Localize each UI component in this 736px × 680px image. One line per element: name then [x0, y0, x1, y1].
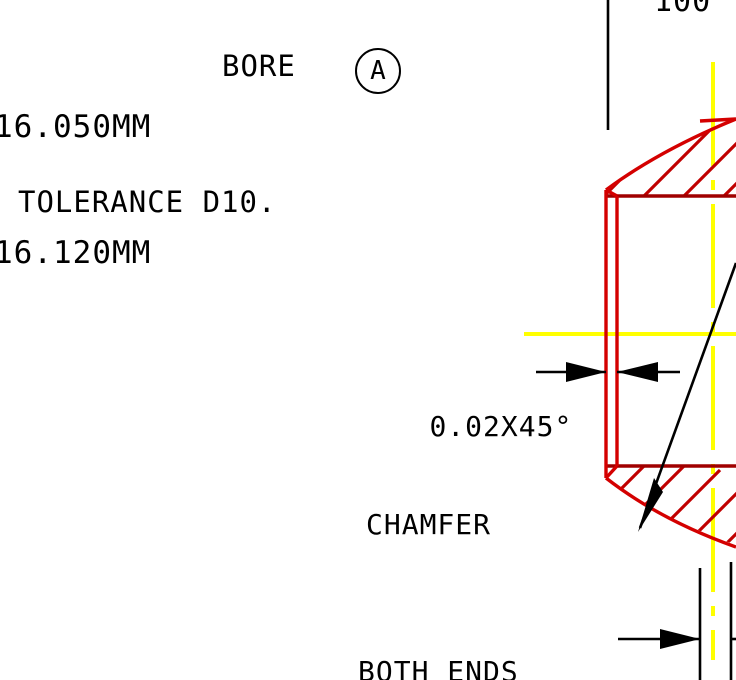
leader-arrow-icon [638, 478, 663, 532]
chamfer-scope-text: BOTH ENDS [358, 655, 519, 680]
chamfer-word-text: CHAMFER [366, 508, 492, 541]
upper-section-body [604, 117, 736, 198]
bore-label: BORE [222, 49, 296, 83]
lower-section-outline [604, 476, 736, 549]
centerlines-group [524, 62, 736, 660]
bottom-width-dimension [618, 629, 736, 649]
datum-letter: A [370, 56, 386, 86]
arrowhead-right-icon [566, 362, 606, 382]
chamfer-spec-text: 0.02X45° [429, 410, 573, 443]
bore-dim-lower: 16.120MM [0, 235, 152, 271]
chamfer-width-dimension [536, 362, 680, 382]
arrowhead-right-icon [660, 629, 700, 649]
extension-lines-group [606, 0, 733, 680]
upper-chamfer-edge [605, 188, 618, 198]
datum-reference-balloon: A [355, 48, 401, 94]
chamfer-note-block: 0.02X45° CHAMFER BOTH ENDS [358, 353, 572, 680]
upper-section-outline [604, 117, 736, 192]
bore-dim-upper: 16.050MM [0, 109, 152, 145]
tolerance-note: TOLERANCE D10. [18, 185, 277, 219]
bore-wall-group [604, 190, 619, 478]
top-clipped-dimension: 100 [654, 0, 712, 19]
chamfer-leader-group [638, 262, 736, 532]
upper-section-top-edge [699, 117, 736, 123]
lower-chamfer-edge [604, 464, 619, 480]
arrowhead-left-icon [617, 362, 658, 382]
bore-dimension-stack: 16.050MM 16.120MM [0, 22, 151, 358]
